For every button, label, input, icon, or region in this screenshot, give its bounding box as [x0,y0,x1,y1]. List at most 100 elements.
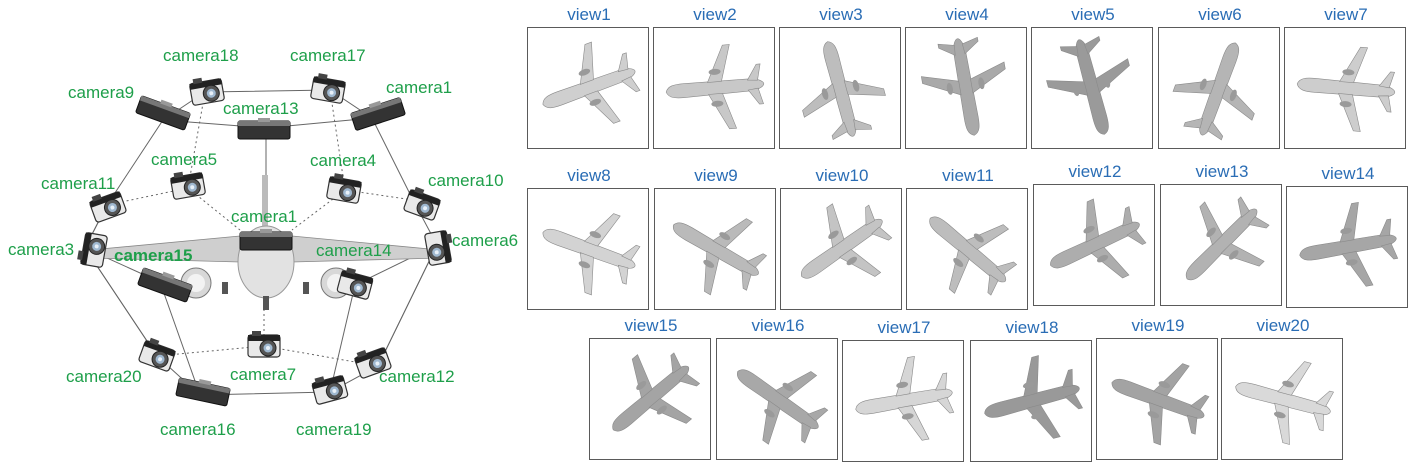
view-image [527,27,649,149]
view-label: view19 [1131,316,1185,335]
airplane-render [1296,46,1396,132]
camera-label-13: camera13 [223,99,299,118]
airplane-render [542,213,641,296]
view-label: view3 [819,5,863,24]
view-cell: view4 [905,5,1029,149]
airplane-render [612,352,701,432]
view-label: view17 [877,318,931,337]
camera-icon-16 [175,374,232,407]
camera-label-1-mid: camera1 [231,207,298,226]
airplane-render [920,36,1006,136]
view-image [970,340,1092,462]
airplane-render [672,218,768,296]
camera-label-16: camera16 [160,420,236,439]
view-image [905,27,1027,149]
camera-label-5: camera5 [151,150,218,169]
camera-label-10: camera10 [428,171,504,190]
camera-icon-4 [325,171,363,205]
airplane-render [855,355,955,441]
view-image [653,27,775,149]
view-cell: view15 [589,316,713,460]
camera-label-1-top: camera1 [386,78,453,97]
view-label: view14 [1321,164,1375,183]
view-cell: view10 [780,166,904,310]
rig-graphic [75,71,457,407]
view-image [842,340,964,462]
view-image [1160,184,1282,306]
view-label: view4 [945,5,989,24]
view-cell: view16 [716,316,840,460]
view-label: view5 [1071,5,1115,24]
camera-icon-19 [310,370,349,406]
view-cell: view9 [654,166,778,310]
view-label: view9 [694,166,738,185]
view-image [1033,184,1155,306]
camera-label-4: camera4 [310,151,377,170]
camera-label-17: camera17 [290,46,366,65]
view-cell: view19 [1096,316,1220,460]
view-image [1284,27,1406,149]
view-image [779,27,901,149]
view-image [527,188,649,310]
airplane-render [1046,36,1130,135]
view-cell: view8 [527,166,651,310]
camera-icon-6 [423,229,457,267]
camera-icon-1-mid [239,228,293,251]
camera-icon-5 [169,167,207,201]
view-cell: view1 [527,5,651,149]
view-image [906,188,1028,310]
airplane-render [1050,198,1147,279]
camera-icon-13 [237,117,291,140]
view-label: view1 [567,5,611,24]
camera-icon-17 [309,71,347,105]
view-label: view20 [1256,316,1310,335]
view-cell: view6 [1158,5,1282,149]
camera-icon-1-top [349,94,407,132]
view-cell: view20 [1221,316,1345,460]
airplane-render [984,355,1083,439]
camera-icon-3 [75,231,109,269]
airplane-render [802,41,886,140]
airplane-render [1235,361,1334,445]
view-label: view10 [815,166,869,185]
camera-label-3: camera3 [8,240,75,259]
view-label: view7 [1324,5,1368,24]
camera-label-18: camera18 [163,46,239,65]
airplane-render [929,216,1018,296]
view-label: view13 [1195,162,1249,181]
view-cell: view13 [1160,162,1284,306]
camera-label-19: camera19 [296,420,372,439]
view-image [1221,338,1343,460]
camera-label-12: camera12 [379,367,455,386]
view-cell: view11 [906,166,1030,310]
view-image [1031,27,1153,149]
camera-icon-18 [188,73,226,107]
camera-label-7: camera7 [230,365,297,384]
airplane-render [1185,196,1270,281]
view-label: view18 [1005,318,1059,337]
camera-icon-10 [402,184,443,222]
view-cell: view7 [1284,5,1408,149]
camera-label-15: camera15 [114,246,193,265]
view-cell: view3 [779,5,903,149]
view-image [1096,338,1218,460]
camera-label-14: camera14 [316,241,392,260]
view-label: view11 [942,166,994,185]
view-cell: view18 [970,318,1094,462]
view-label: view16 [751,316,805,335]
view-label: view12 [1068,162,1122,181]
airplane-render [1111,363,1210,446]
airplane-render [736,369,829,445]
airplane-render [800,203,893,279]
view-image [716,338,838,460]
view-label: view2 [693,5,737,24]
camera-icon-9 [134,92,193,131]
view-cell: view12 [1033,162,1157,306]
view-image [654,188,776,310]
view-label: view15 [624,316,678,335]
view-label: view8 [567,166,611,185]
airplane-render [1172,42,1255,141]
airplane-render [665,44,765,130]
view-cell: view14 [1286,164,1410,308]
camera-label-9: camera9 [68,83,135,102]
